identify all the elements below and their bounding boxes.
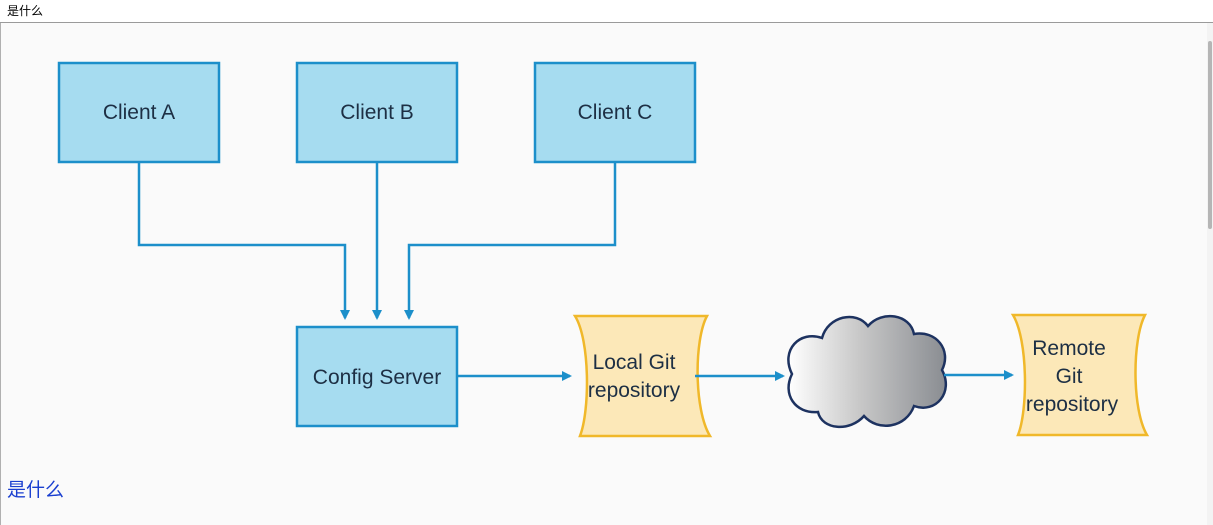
scrollbar-thumb[interactable] xyxy=(1208,41,1212,229)
client-b-label: Client B xyxy=(340,101,414,124)
local-git-shape xyxy=(572,314,713,438)
client-b-box xyxy=(295,61,459,164)
title-bar: 是什么 xyxy=(0,0,1213,23)
remote-git-label-line2: Git xyxy=(1056,365,1083,388)
client-a-box xyxy=(57,61,221,164)
client-c-label: Client C xyxy=(578,101,653,124)
client-a-node: Client A xyxy=(57,61,221,164)
local-git-label-line2: repository xyxy=(588,379,681,402)
local-git-node: Local Git repository xyxy=(572,314,713,438)
config-server-label: Config Server xyxy=(313,366,441,389)
arrow-client-c-to-server xyxy=(404,162,617,320)
vertical-scrollbar[interactable] xyxy=(1207,23,1213,525)
client-c-node: Client C xyxy=(533,61,697,164)
remote-git-label-line3: repository xyxy=(1026,393,1119,416)
remote-git-node: Remote Git repository xyxy=(1010,313,1150,437)
remote-git-shape xyxy=(1010,313,1150,437)
config-server-box xyxy=(295,325,459,428)
client-c-box xyxy=(533,61,697,164)
cloud-icon xyxy=(787,314,948,429)
client-a-label: Client A xyxy=(103,101,175,124)
page-heading: 是什么 xyxy=(7,479,65,501)
local-git-label-line1: Local Git xyxy=(593,351,676,374)
arrow-client-a-to-server xyxy=(137,162,350,320)
window-title: 是什么 xyxy=(7,4,44,18)
remote-git-label-line1: Remote xyxy=(1032,337,1106,360)
config-server-node: Config Server xyxy=(295,325,459,428)
client-b-node: Client B xyxy=(295,61,459,164)
